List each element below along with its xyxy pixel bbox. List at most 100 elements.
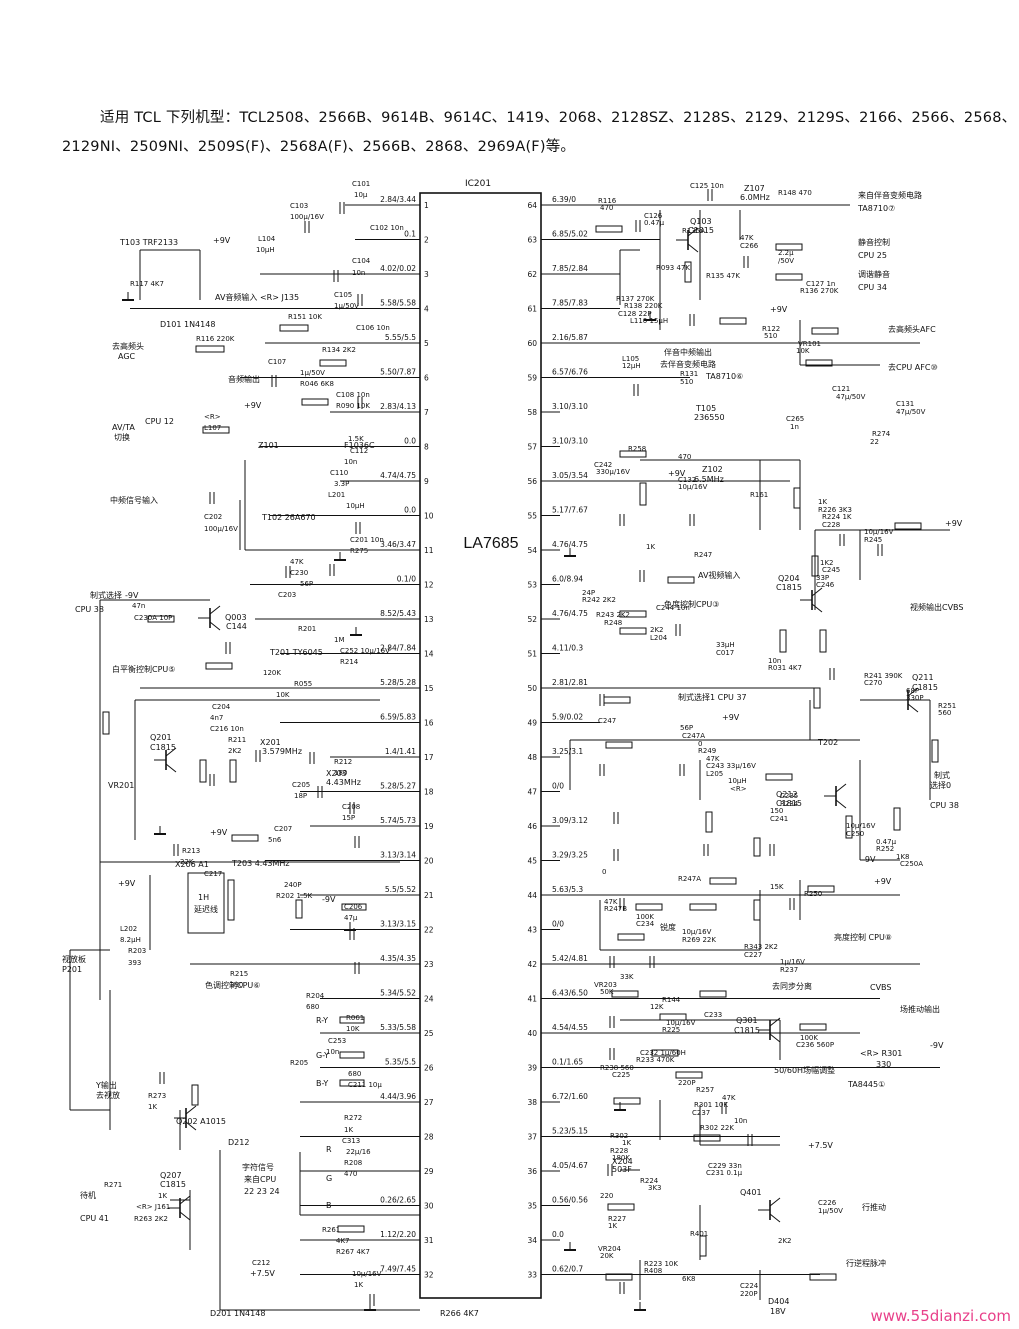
component-label: C252 10μ/16V [340, 647, 390, 655]
right-pin-voltage: 3.29/3.25 [552, 851, 588, 860]
component-label: R151 10K [288, 313, 322, 321]
right-pin-voltage: 0.62/0.7 [552, 1265, 583, 1274]
right-pin-voltage: 4.11/0.3 [552, 644, 583, 653]
label-m9v_d: -9V [930, 1041, 944, 1050]
label-sif_out3: TA8710⑥ [705, 372, 743, 381]
component-label: 56P [300, 580, 313, 588]
component-label: C125 10n [690, 182, 724, 190]
left-pin-number: 20 [424, 857, 434, 866]
resistor-symbol [807, 885, 835, 893]
label-r266: R266 4K7 [440, 1309, 479, 1318]
resistor-symbol [619, 610, 647, 618]
left-pin-number: 3 [424, 270, 429, 279]
component-label: R272 [344, 1114, 362, 1122]
label-q401: Q401 [740, 1188, 762, 1197]
resistor-symbol [805, 359, 833, 367]
component-label: L204 [650, 634, 668, 642]
component-label: C127 1n [806, 280, 835, 288]
component-label: 1K [158, 1192, 167, 1200]
component-label: R135 47K [706, 272, 740, 280]
component-label: 4n7 [210, 714, 223, 722]
label-p9v_h: +9V [722, 713, 740, 722]
label-r301: <R> R301 [860, 1049, 902, 1058]
component-label: 470 [600, 204, 613, 212]
label-x204: X204 [612, 1157, 633, 1166]
label-std4: CPU 38 [930, 801, 959, 810]
left-pin-number: 6 [424, 374, 429, 383]
component-label: R046 6K8 [300, 380, 334, 388]
left-pin-number: 18 [424, 788, 434, 797]
resistor-symbol [339, 1079, 365, 1087]
resistor-symbol [191, 1084, 199, 1106]
component-label: R271 [104, 1181, 122, 1189]
right-pin-44: 5.63/5.344 [527, 885, 900, 900]
component-label: C234 [636, 920, 655, 928]
left-pin-voltage: 0.1 [404, 230, 416, 239]
label-dl1: 1H [198, 893, 209, 902]
component-label: C235 [780, 792, 798, 800]
label-dl2: 延迟线 [194, 904, 218, 914]
label-tune2: CPU 34 [858, 283, 887, 292]
component-label: L104 [258, 235, 276, 243]
resistor-symbol [799, 1023, 827, 1031]
label-m9v_c: -9V [862, 855, 876, 864]
component-label: 100μ/16V [290, 213, 324, 221]
component-label: C253 [328, 1037, 346, 1045]
label-t102: T102 26A670 [261, 513, 316, 522]
component-label: 6K8 [682, 1275, 696, 1283]
component-label: C207 [274, 825, 292, 833]
component-label: C202 [204, 513, 222, 521]
component-label: C128 22P [618, 310, 652, 318]
label-d201: D201 1N4148 [210, 1309, 265, 1318]
component-label: C121 [832, 385, 850, 393]
right-pin-number: 59 [527, 374, 537, 383]
left-pin-number: 25 [424, 1029, 434, 1038]
label-d101: D101 1N4148 [160, 320, 215, 329]
ic-body [419, 192, 542, 1299]
label-p75v: +7.5V [250, 1269, 275, 1278]
resistor-symbol [619, 450, 647, 458]
component-label: 10μ/16V [846, 822, 876, 830]
component-label: R223 10K [644, 1260, 678, 1268]
resistor-symbol [595, 225, 623, 233]
label-agc: 去高频头 [112, 341, 144, 351]
resistor-symbol [705, 811, 713, 833]
right-pin-48: 3.25/3.148 [527, 747, 583, 762]
label-p9v_i: +9V [874, 877, 892, 886]
label-std_sel: 制式选择 [90, 590, 122, 600]
left-pin-voltage: 5.28/5.27 [380, 782, 416, 791]
component-label: 220P [678, 1079, 696, 1087]
resistor-symbol [753, 899, 761, 921]
component-label: 22 [870, 438, 879, 446]
right-pin-voltage: 7.85/2.84 [552, 264, 588, 273]
resistor-symbol [607, 1203, 635, 1211]
component-label: C017 [716, 649, 734, 657]
component-label: 100μ/16V [204, 525, 238, 533]
component-label: R247 [694, 551, 712, 559]
right-pin-voltage: 0/0 [552, 782, 564, 791]
component-label: R275 [350, 547, 368, 555]
component-label: R205 [290, 1059, 308, 1067]
left-pin-voltage: 4.44/3.96 [380, 1092, 416, 1101]
component-label: 10μH [346, 502, 365, 510]
component-label: 10μH [256, 246, 275, 254]
component-label: 470 [344, 1170, 357, 1178]
resistor-symbol [619, 627, 647, 635]
component-label: 100K [800, 1034, 818, 1042]
right-pin-number: 50 [527, 684, 537, 693]
label-cpu12: CPU 12 [145, 417, 174, 426]
component-label: C244 10n [656, 604, 690, 612]
label-ta8710b: TA8710⑦ [857, 204, 895, 213]
component-label: R226 3K3 [818, 506, 852, 514]
right-pin-number: 39 [527, 1064, 537, 1073]
component-label: 10K [346, 1025, 360, 1033]
component-label: 33P [816, 574, 829, 582]
component-label: 0.47μ [876, 838, 897, 846]
component-label: R055 [294, 680, 312, 688]
component-label: 390 [230, 981, 243, 989]
